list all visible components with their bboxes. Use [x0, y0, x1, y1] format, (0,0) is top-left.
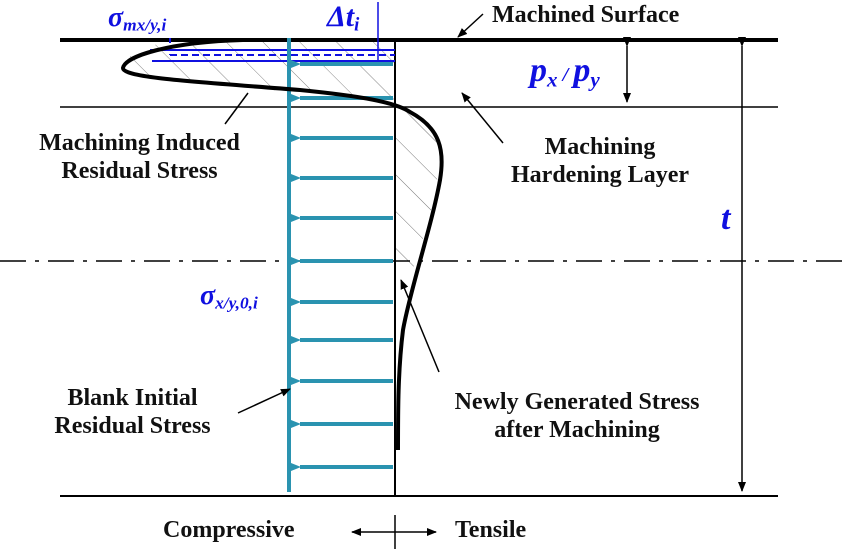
hardening-layer-leader — [461, 92, 504, 144]
tensile-hatch — [395, 108, 440, 282]
newly-stress-leader — [400, 279, 440, 373]
hardening-line1: Machining — [544, 134, 656, 160]
delta-t-symbol: Δti — [327, 0, 360, 36]
blank-stress-leader — [237, 388, 291, 414]
blank-line2: Residual Stress — [54, 413, 211, 439]
machining-induced-label: Machining Induced Residual Stress — [2, 129, 277, 185]
blank-initial-label: Blank Initial Residual Stress — [30, 384, 235, 440]
t-symbol: t — [721, 200, 731, 237]
tensile-label: Tensile — [455, 517, 527, 543]
hardening-line2: Hardening Layer — [511, 162, 689, 188]
machining-induced-line2: Residual Stress — [61, 158, 218, 184]
blank-line1: Blank Initial — [67, 385, 198, 411]
machined-surface-leader — [457, 13, 484, 38]
newly-line1: Newly Generated Stress — [454, 389, 700, 415]
machined-surface-label: Machined Surface — [492, 2, 680, 28]
p-symbol: px / py — [530, 52, 600, 92]
compressive-label: Compressive — [163, 517, 295, 543]
newly-line2: after Machining — [494, 417, 660, 443]
induced-stress-leader — [224, 92, 249, 125]
newly-generated-label: Newly Generated Stress after Machining — [412, 388, 742, 444]
sigma-m-symbol: σmx/y,i — [108, 2, 167, 35]
newly-generated-stress-curve — [121, 38, 444, 451]
sigma-0-symbol: σx/y,0,i — [200, 280, 258, 313]
machining-induced-line1: Machining Induced — [39, 130, 240, 156]
hardening-layer-label: Machining Hardening Layer — [475, 133, 725, 189]
initial-stress-arrows — [291, 60, 393, 471]
